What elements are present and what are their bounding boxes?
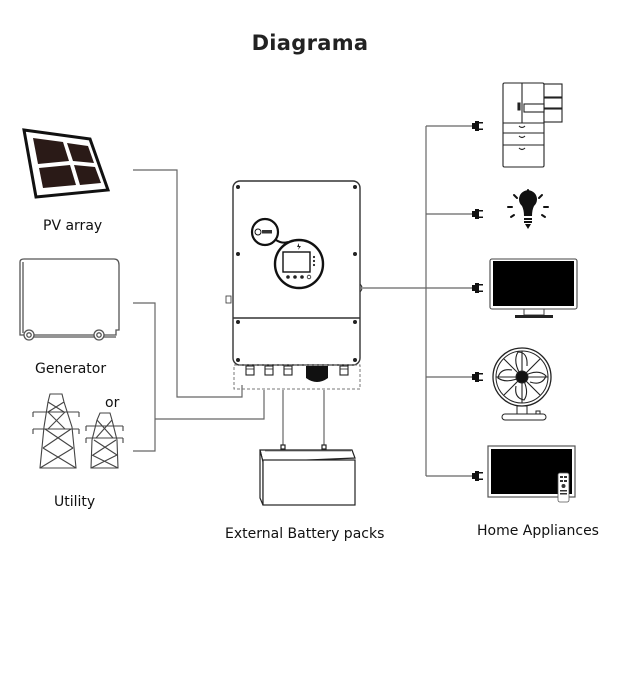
home-appliances-label: Home Appliances	[477, 523, 599, 539]
plug-icon	[472, 121, 483, 131]
television-icon	[487, 445, 576, 503]
or-label: or	[105, 395, 120, 411]
utility-label: Utility	[54, 494, 96, 510]
battery-pack-icon	[259, 444, 356, 506]
generator-label: Generator	[35, 361, 107, 377]
plug-icon	[472, 283, 483, 293]
hybrid-inverter-icon	[225, 180, 363, 390]
solar-panel-icon	[22, 128, 111, 199]
fan-icon	[492, 347, 552, 421]
light-bulb-icon	[507, 189, 549, 229]
pv-array-label: PV array	[43, 218, 103, 234]
pv-line	[133, 169, 243, 398]
generator-icon	[19, 258, 120, 341]
monitor-icon	[489, 258, 578, 318]
connection-lines	[133, 125, 472, 477]
diagram-title: Diagrama	[251, 31, 369, 55]
generator-line	[133, 302, 156, 452]
plug-icons	[472, 121, 483, 481]
remote-control-icon	[557, 472, 570, 503]
plug-icon	[472, 471, 483, 481]
grid-line	[155, 390, 265, 420]
plug-icon	[472, 209, 483, 219]
refrigerator-icon	[502, 82, 563, 168]
battery-label: External Battery packs	[225, 526, 385, 542]
plug-icon	[472, 372, 483, 382]
utility-tower-icon	[32, 393, 124, 469]
